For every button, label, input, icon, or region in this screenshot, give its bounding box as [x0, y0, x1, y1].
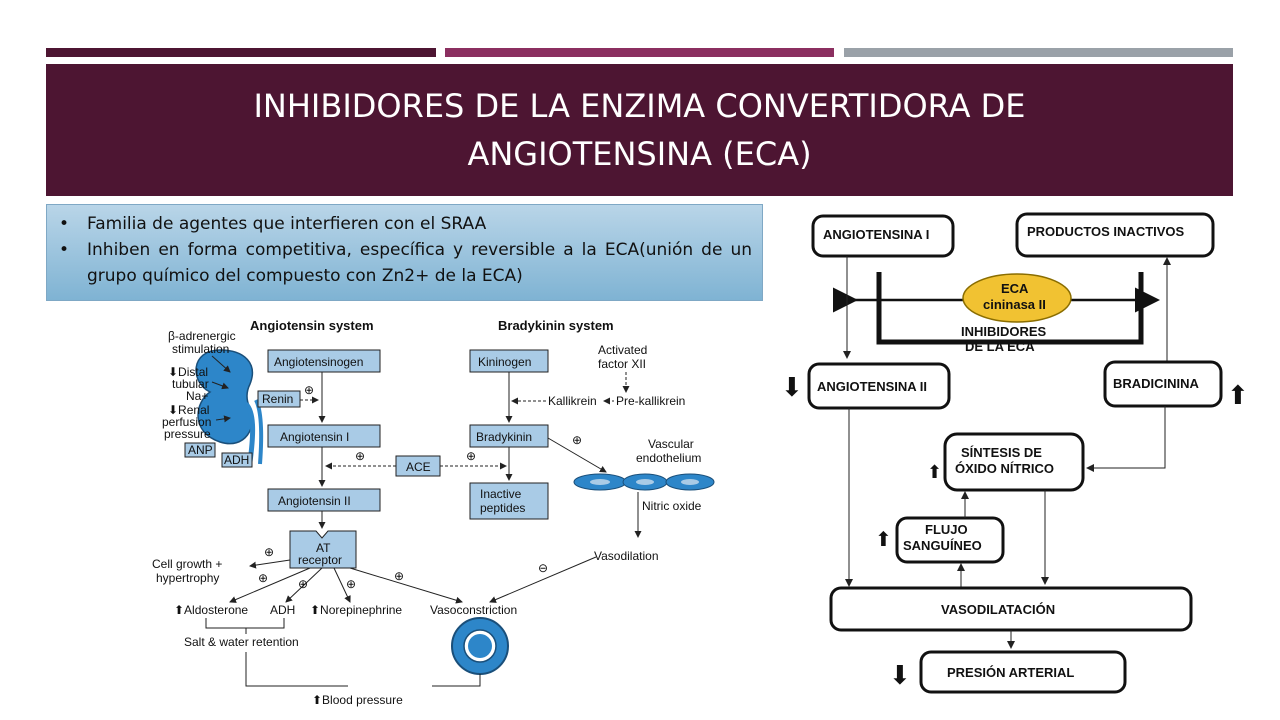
distal-label-3: Na+ — [186, 389, 208, 403]
eca-inhibitor-flow-diagram: ANGIOTENSINA I PRODUCTOS INACTIVOS ECA c… — [781, 212, 1249, 694]
beta-label-2: stimulation — [172, 342, 229, 356]
cell-growth-label-1: Cell growth + — [152, 557, 222, 571]
angiotensinogen-box: Angiotensinogen — [274, 355, 363, 369]
angiotensina-ii-box: ANGIOTENSINA II — [817, 379, 927, 394]
eca-label-1: ECA — [1001, 281, 1029, 296]
ace-box: ACE — [406, 460, 431, 474]
angiotensin-heading: Angiotensin system — [250, 318, 374, 333]
nitric-oxide-label: Nitric oxide — [642, 499, 702, 513]
bullet-box: Familia de agentes que interfieren con e… — [46, 204, 763, 301]
adh-label: ADH — [270, 603, 295, 617]
sintesis-label-2: ÓXIDO NÍTRICO — [955, 461, 1054, 476]
kidney-icon — [195, 349, 264, 465]
presion-arterial-box: PRESIÓN ARTERIAL — [947, 665, 1074, 680]
vessel-cross-section-icon — [451, 617, 509, 675]
salt-water-label: Salt & water retention — [184, 635, 299, 649]
down-arrow-icon: ⬇ — [889, 660, 911, 690]
bullet-item: Familia de agentes que interfieren con e… — [59, 211, 752, 237]
inactive-label-1: Inactive — [480, 487, 522, 501]
inactive-label-2: peptides — [480, 501, 525, 515]
top-bar-2 — [445, 48, 834, 57]
plus-sign: ⊕ — [355, 449, 365, 463]
up-arrow-icon: ⬆ — [875, 529, 892, 551]
renal-label-3: pressure — [164, 427, 211, 441]
productos-inactivos-box: PRODUCTOS INACTIVOS — [1027, 224, 1185, 239]
vasodilation-label: Vasodilation — [594, 549, 659, 563]
angiotensina-i-box: ANGIOTENSINA I — [823, 227, 929, 242]
norepinephrine-label: ⬆Norepinephrine — [310, 603, 402, 617]
adh-box-label: ADH — [224, 453, 249, 467]
raas-bradykinin-diagram: Angiotensin system Bradykinin system β-a… — [152, 318, 715, 707]
bradykinin-box: Bradykinin — [476, 430, 532, 444]
distal-label-1: ⬇Distal — [168, 365, 208, 379]
eca-label-2: cininasa II — [983, 297, 1046, 312]
top-bar-3 — [844, 48, 1233, 57]
vascular-label-2: endothelium — [636, 451, 701, 465]
bradicinina-box: BRADICININA — [1113, 376, 1200, 391]
flujo-label-1: FLUJO — [925, 522, 968, 537]
slide-title: INHIBIDORES DE LA ENZIMA CONVERTIDORA DE… — [253, 87, 1026, 173]
up-arrow-icon: ⬆ — [927, 462, 942, 482]
plus-sign: ⊕ — [264, 545, 274, 559]
cell-growth-label-2: hypertrophy — [156, 571, 219, 585]
vasodilatacion-box: VASODILATACIÓN — [941, 602, 1055, 617]
bullet-item: Inhiben en forma competitiva, específica… — [59, 237, 752, 289]
flujo-label-2: SANGUÍNEO — [903, 538, 982, 553]
at-receptor-label-2: receptor — [298, 553, 342, 567]
factor-label-1: Activated — [598, 343, 647, 357]
bradykinin-heading: Bradykinin system — [498, 318, 614, 333]
plus-sign: ⊕ — [466, 449, 476, 463]
kininogen-box: Kininogen — [478, 355, 531, 369]
beta-label-1: β-adrenergic — [168, 329, 236, 343]
plus-sign: ⊕ — [346, 577, 356, 591]
plus-sign: ⊕ — [394, 569, 404, 583]
minus-sign: ⊖ — [538, 561, 548, 575]
top-bar-1 — [46, 48, 436, 57]
plus-sign: ⊕ — [572, 433, 582, 447]
renal-label-1: ⬇Renal — [168, 403, 209, 417]
inhibidores-label-2: DE LA ECA — [965, 339, 1035, 354]
factor-label-2: factor XII — [598, 357, 646, 371]
blood-pressure-label: ⬆Blood pressure — [312, 693, 403, 707]
plus-sign: ⊕ — [258, 571, 268, 585]
anp-label: ANP — [188, 443, 213, 457]
inhibidores-label-1: INHIBIDORES — [961, 324, 1047, 339]
vascular-label-1: Vascular — [648, 437, 694, 451]
up-arrow-icon: ⬆ — [1227, 380, 1249, 410]
plus-sign: ⊕ — [304, 383, 314, 397]
vasoconstriction-label: Vasoconstriction — [430, 603, 517, 617]
down-arrow-icon: ⬇ — [781, 372, 803, 402]
distal-label-2: tubular — [172, 377, 209, 391]
plus-sign: ⊕ — [298, 577, 308, 591]
title-banner: INHIBIDORES DE LA ENZIMA CONVERTIDORA DE… — [46, 64, 1233, 196]
renin-label: Renin — [262, 392, 293, 406]
kallikrein-label: Kallikrein — [548, 394, 597, 408]
sintesis-label-1: SÍNTESIS DE — [961, 445, 1042, 460]
endothelium-cells-icon — [573, 473, 715, 491]
angiotensin-i-box: Angiotensin I — [280, 430, 349, 444]
at-receptor-label-1: AT — [316, 541, 331, 555]
prekallikrein-label: Pre-kallikrein — [616, 394, 685, 408]
aldosterone-label: ⬆Aldosterone — [174, 603, 248, 617]
renal-label-2: perfusion — [162, 415, 211, 429]
angiotensin-ii-box: Angiotensin II — [278, 494, 351, 508]
